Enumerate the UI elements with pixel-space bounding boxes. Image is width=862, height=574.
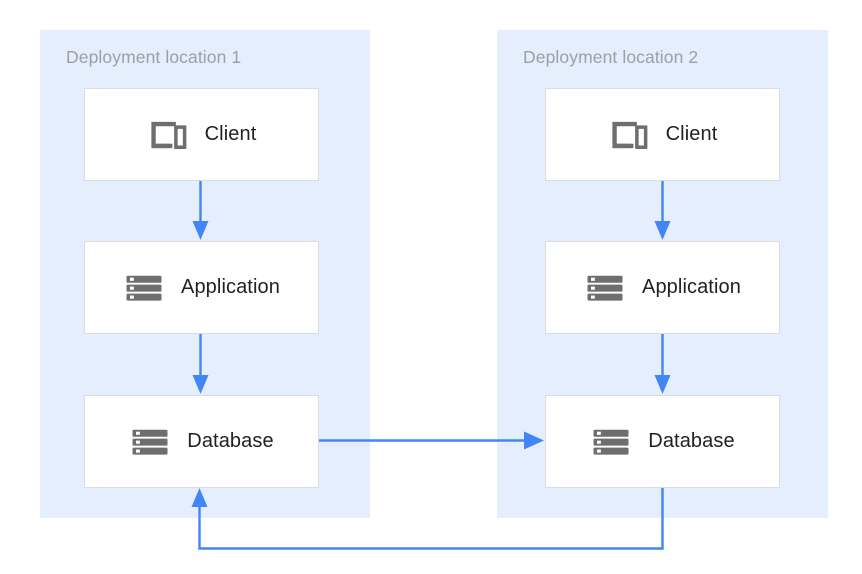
server-icon <box>132 429 168 455</box>
node-application-2[interactable]: Application <box>545 241 780 334</box>
node-application-2-label: Application <box>642 276 741 298</box>
region-2-label: Deployment location 2 <box>523 47 699 67</box>
node-application-1-content: Application <box>123 267 280 309</box>
devices-icon <box>612 121 647 149</box>
node-database-2-label: Database <box>648 430 735 452</box>
node-database-1[interactable]: Database <box>84 395 319 488</box>
node-database-2[interactable]: Database <box>545 395 780 488</box>
server-icon <box>587 275 623 301</box>
node-database-1-label: Database <box>187 430 274 452</box>
node-application-2-content: Application <box>584 267 741 309</box>
node-client-2[interactable]: Client <box>545 88 780 181</box>
node-application-1-label: Application <box>181 276 280 298</box>
node-client-1-label: Client <box>204 123 257 145</box>
node-database-1-content: Database <box>129 421 274 463</box>
region-1-label: Deployment location 1 <box>66 47 242 67</box>
server-icon <box>126 275 162 301</box>
node-client-2-content: Client <box>608 114 718 156</box>
node-application-1[interactable]: Application <box>84 241 319 334</box>
node-client-1-content: Client <box>147 114 257 156</box>
node-database-2-content: Database <box>590 421 735 463</box>
node-client-1[interactable]: Client <box>84 88 319 181</box>
devices-icon <box>151 121 186 149</box>
server-icon <box>593 429 629 455</box>
node-client-2-label: Client <box>665 123 718 145</box>
